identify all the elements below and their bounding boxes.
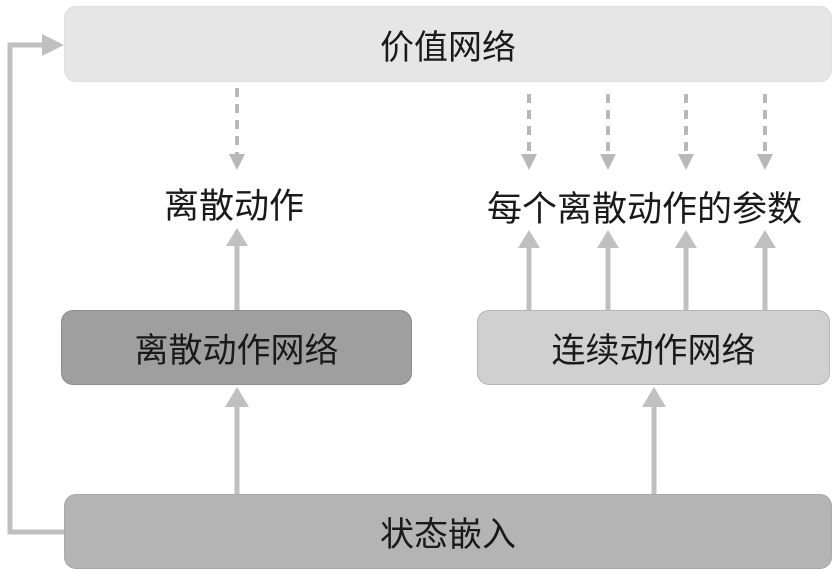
continuous-action-network-label: 连续动作网络	[551, 331, 756, 371]
arrowhead-param-3	[675, 230, 697, 248]
dashed-arrowhead-param-1	[521, 154, 537, 170]
dashed-arrowhead-discrete-action	[229, 154, 245, 170]
arrowhead-param-1	[518, 230, 540, 248]
dashed-arrowhead-param-4	[757, 154, 773, 170]
discrete-action-label: 离散动作	[164, 187, 305, 227]
dashed-arrowhead-param-3	[678, 154, 694, 170]
arrowhead-param-2	[597, 230, 619, 248]
discrete-action-network-box: 离散动作网络	[61, 310, 412, 385]
continuous-action-network-box: 连续动作网络	[477, 310, 830, 385]
arrowhead-discrete-net-to-action	[226, 228, 248, 246]
state-embedding-label: 状态嵌入	[380, 515, 516, 555]
feedback-loop-arrowhead	[42, 34, 64, 56]
dashed-arrows	[235, 88, 767, 154]
arrowhead-state-to-continuous-net	[642, 387, 666, 407]
value-network-label: 价值网络	[380, 27, 516, 68]
state-embedding-box: 状态嵌入	[64, 494, 832, 569]
value-network-box: 价值网络	[64, 6, 832, 82]
discrete-params-label: 每个离散动作的参数	[487, 190, 803, 230]
discrete-action-network-label: 离散动作网络	[134, 331, 339, 371]
arrowhead-state-to-discrete-net	[225, 387, 249, 407]
feedback-loop-line	[7, 42, 64, 535]
dashed-arrowhead-param-2	[600, 154, 616, 170]
arrowhead-param-4	[754, 230, 776, 248]
